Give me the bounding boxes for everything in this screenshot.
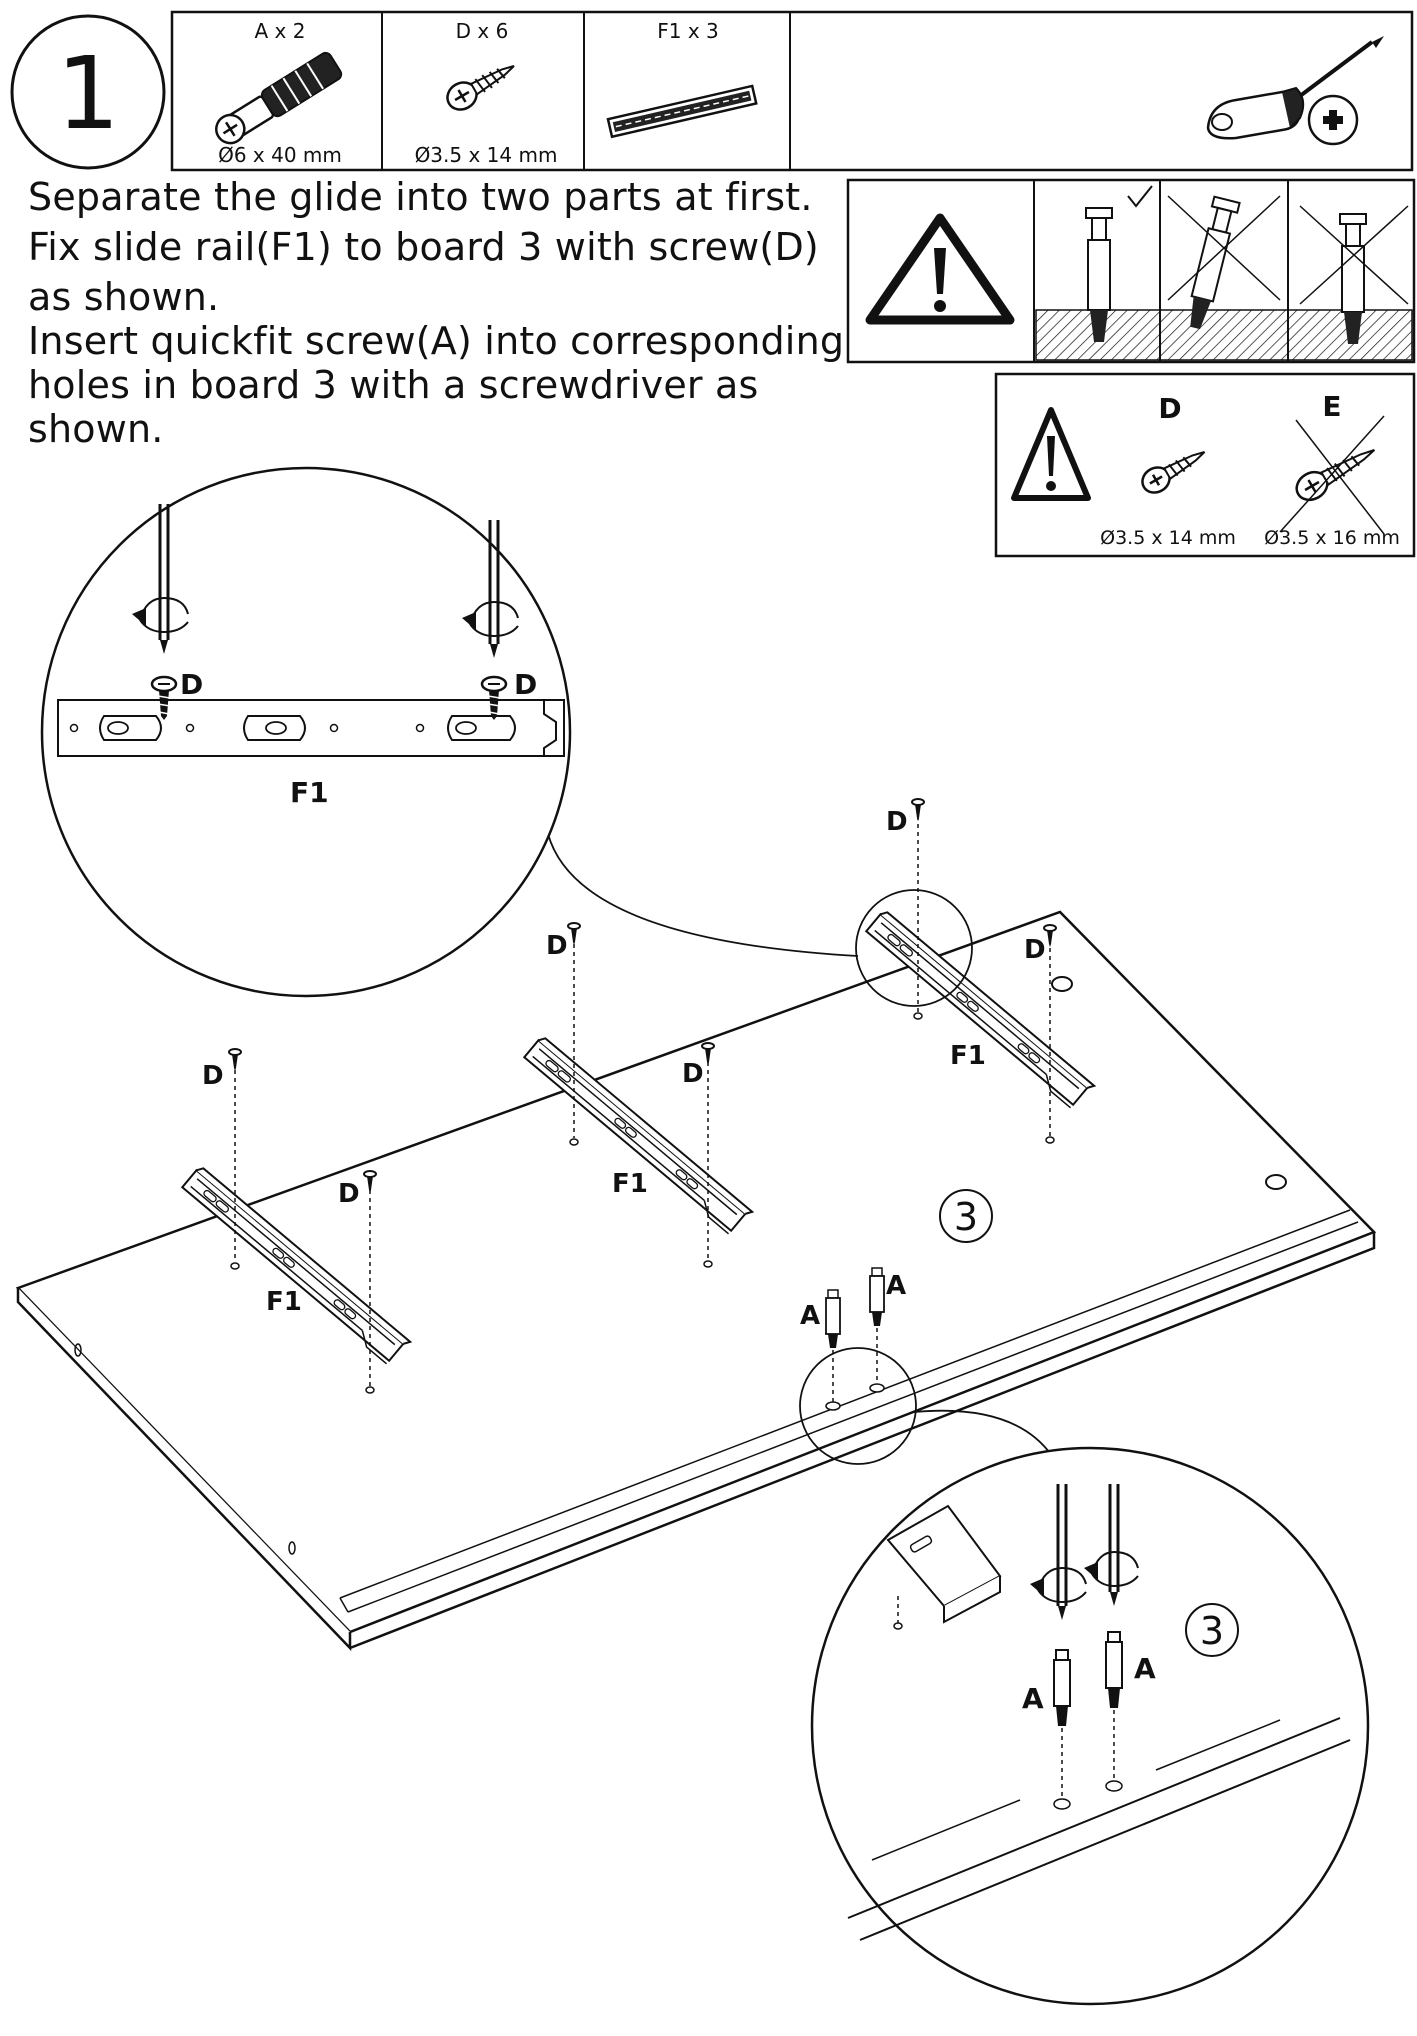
- part-a-label: A x 2: [255, 19, 306, 43]
- board-3: [15, 910, 1377, 1652]
- board-number: 3: [954, 1195, 978, 1239]
- screw-d-label: D: [202, 1061, 224, 1091]
- wrong-tilted-insertion-icon: [1167, 195, 1281, 330]
- wood-screw-icon: [446, 65, 515, 111]
- instructions: Separate the glide into two parts at fir…: [28, 172, 858, 454]
- instruction-line: as shown.: [28, 275, 220, 319]
- detail-board-number-circle: [1185, 1603, 1239, 1657]
- screwdriver-right-detail: [462, 520, 519, 720]
- detail-quickfit-a-label: A: [1022, 1682, 1044, 1715]
- instruction-line: Insert quickfit screw(A) into correspond…: [28, 319, 845, 363]
- quickfit-a-label: A: [800, 1301, 820, 1331]
- quickfit-screw-icon: [215, 51, 343, 145]
- part-a-size: Ø6 x 40 mm: [218, 143, 342, 167]
- quickfit-a-label: A: [886, 1271, 906, 1301]
- slide-rail-icon: [606, 84, 758, 139]
- rail-focus-circle: [855, 889, 973, 1007]
- screw-holes: [230, 1012, 1055, 1394]
- screw-d-label: D: [1024, 935, 1046, 965]
- quickfit-detail-screws: [1053, 1631, 1123, 1810]
- screw-d-label: D: [682, 1059, 704, 1089]
- quickfit-detail: [847, 1504, 1351, 1941]
- instruction-line: Separate the glide into two parts at fir…: [28, 175, 813, 219]
- screwdriver-quickfit-left: [1030, 1484, 1087, 1620]
- rail-f1-label: F1: [950, 1041, 986, 1071]
- detail-board-number: 3: [1200, 1609, 1224, 1653]
- instruction-line: holes in board 3 with a screwdriver as: [28, 363, 759, 407]
- detail-screw-d-label: D: [180, 668, 203, 701]
- quickfit-screws-on-board: [825, 1267, 885, 1411]
- wrong-screw-size: Ø3.5 x 16 mm: [1264, 527, 1400, 549]
- header-graphics: 1 A x 2 D x 6 F1 x 3 Ø6 x 40 mm Ø3.5 x 1…: [10, 10, 1414, 172]
- rail-f1-label: F1: [266, 1287, 302, 1317]
- part-f1-label: F1 x 3: [657, 19, 719, 43]
- phillips-screwdriver-icon: [1206, 36, 1384, 146]
- correct-screw-size: Ø3.5 x 14 mm: [1100, 527, 1236, 549]
- wrong-shallow-insertion-icon: [1299, 205, 1409, 344]
- step-circle: [10, 14, 166, 170]
- screw-d-label: D: [338, 1179, 360, 1209]
- parts-table: [170, 10, 1414, 172]
- step-number: 1: [56, 35, 120, 152]
- rail-f1-label: F1: [612, 1169, 648, 1199]
- part-d-label: D x 6: [456, 19, 509, 43]
- warning-triangle-icon: [865, 213, 1015, 325]
- warning-triangle-small-icon: [1011, 407, 1091, 501]
- detail-screw-d-label: D: [514, 668, 537, 701]
- warning-graphics: D E Ø3.5 x 14 mm Ø3.5 x 16 mm: [846, 178, 1416, 558]
- detail-connector-top: [547, 833, 859, 957]
- quickfit-detail-circle: [810, 1446, 1370, 2006]
- rail-detail: [57, 699, 565, 757]
- instruction-line: Fix slide rail(F1) to board 3 with screw…: [28, 225, 819, 269]
- correct-insertion-icon: [1085, 185, 1153, 342]
- screw-d-label: D: [886, 807, 908, 837]
- screwdriver-quickfit-right: [1084, 1484, 1139, 1606]
- correct-screw-label: D: [1158, 392, 1181, 425]
- instruction-line: shown.: [28, 407, 164, 451]
- screw-d-label: D: [546, 931, 568, 961]
- detail-quickfit-a-label: A: [1134, 1652, 1156, 1685]
- correct-screw-icon: [1141, 451, 1206, 494]
- part-d-size: Ø3.5 x 14 mm: [415, 143, 558, 167]
- board-number-circle: [939, 1189, 993, 1243]
- wrong-screw-label: E: [1322, 390, 1341, 423]
- screw-guides: [234, 816, 1051, 1386]
- detail-rail-f1-label: F1: [290, 776, 329, 809]
- wrong-screw-icon: [1279, 415, 1385, 535]
- screwdriver-left-detail: [132, 504, 189, 720]
- quickfit-focus-circle: [799, 1347, 917, 1465]
